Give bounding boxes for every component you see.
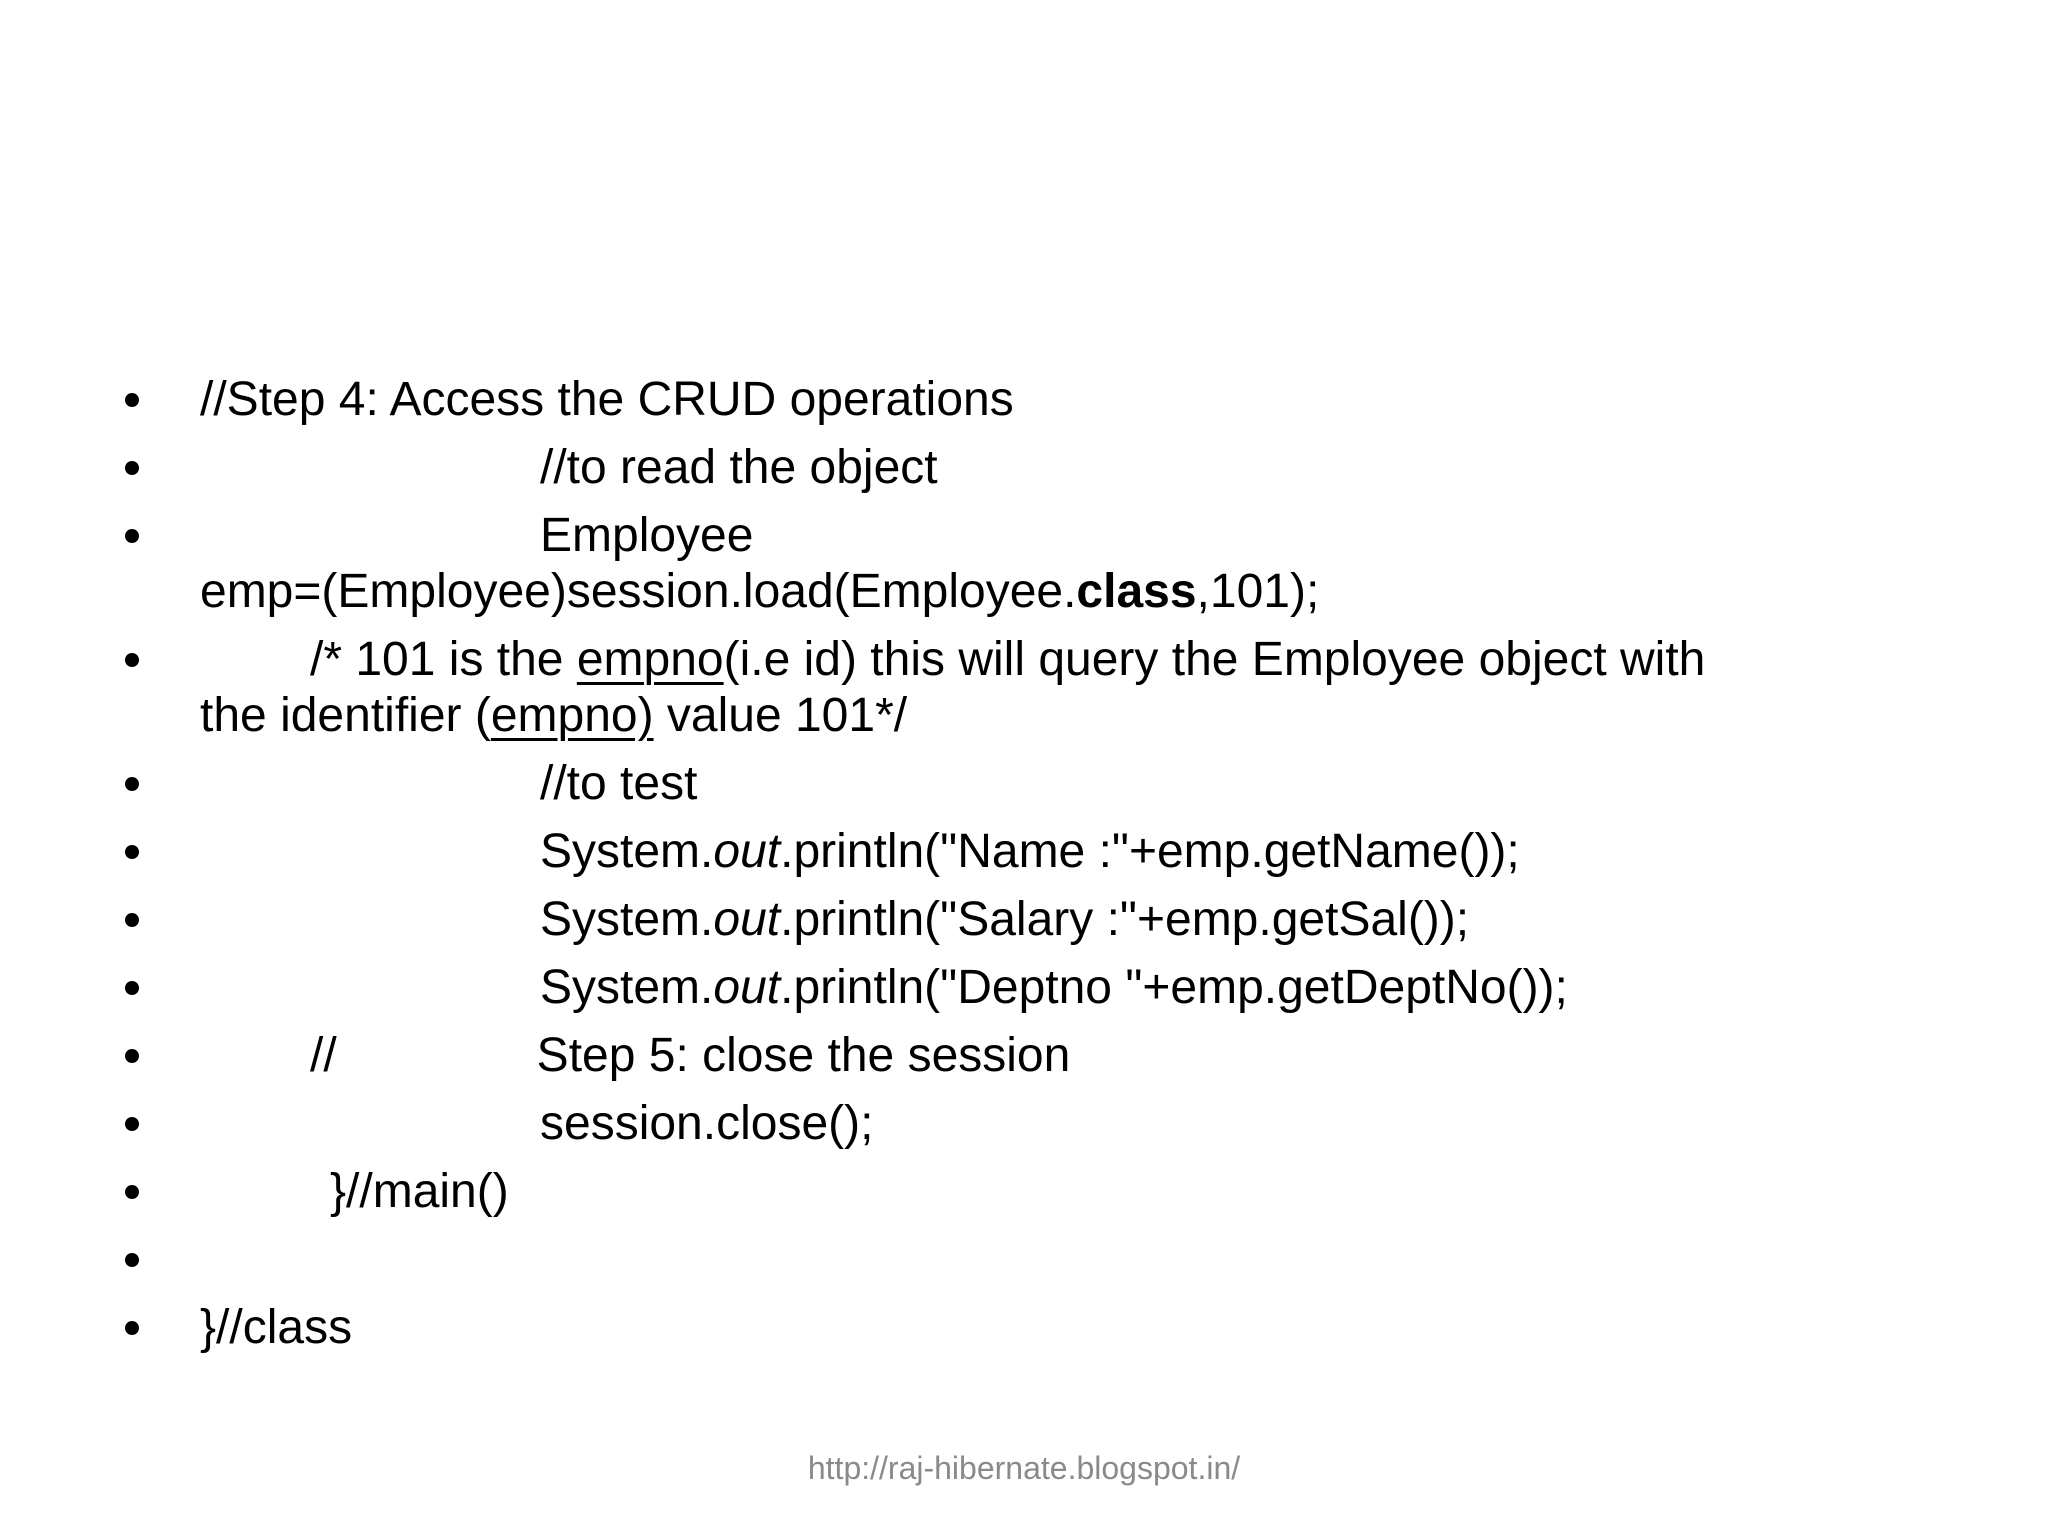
text-segment: System.: [540, 893, 714, 946]
bullet-item: }//class: [0, 1300, 2048, 1356]
tab-spacer: [200, 1138, 540, 1139]
bullet-marker-icon: [125, 461, 139, 475]
tab-spacer: [200, 798, 540, 799]
text-segment: }//main(): [330, 1165, 509, 1218]
text-segment: /* 101 is the: [310, 633, 577, 686]
text-segment: Step 5: close the session: [536, 1029, 1071, 1082]
bullet-marker-icon: [125, 529, 139, 543]
text-segment: //to test: [540, 757, 698, 810]
text-line: System.out.println("Name :"+emp.getName(…: [200, 824, 2048, 880]
bullet-item: System.out.println("Salary :"+emp.getSal…: [0, 892, 2048, 948]
bullet-item: //to test: [0, 756, 2048, 812]
text-line: System.out.println("Deptno "+emp.getDept…: [200, 960, 2048, 1016]
text-line: /* 101 is the empno(i.e id) this will qu…: [200, 632, 2048, 688]
tab-spacer: [337, 1070, 537, 1071]
text-segment: ,101);: [1196, 565, 1320, 618]
bullet-item: }//main(): [0, 1164, 2048, 1220]
bullet-item: //Step 4: Access the CRUD operations: [0, 372, 2048, 428]
text-segment: }//class: [200, 1301, 353, 1354]
text-line: emp=(Employee)session.load(Employee.clas…: [200, 564, 2048, 620]
bullet-marker-icon: [125, 1321, 139, 1335]
text-line: }//main(): [200, 1164, 2048, 1220]
tab-spacer: [200, 1206, 330, 1207]
bullet-item: /* 101 is the empno(i.e id) this will qu…: [0, 632, 2048, 744]
tab-spacer: [200, 482, 540, 483]
tab-spacer: [200, 934, 540, 935]
text-segment: (i.e id) this will query the Employee ob…: [723, 633, 1706, 686]
text-segment: value 101*/: [653, 689, 908, 742]
text-line: [200, 1232, 2048, 1288]
text-line: //Step 4: Access the CRUD operations: [200, 372, 2048, 428]
text-segment: .println("Name :"+emp.getName());: [780, 825, 1520, 878]
tab-spacer: [200, 866, 540, 867]
bullet-marker-icon: [125, 1253, 139, 1267]
underlined-term: empno): [490, 689, 654, 742]
bullet-marker-icon: [125, 981, 139, 995]
text-segment: .println("Deptno "+emp.getDeptNo());: [780, 961, 1568, 1014]
text-line: session.close();: [200, 1096, 2048, 1152]
text-segment: //: [310, 1029, 337, 1082]
tab-spacer: [200, 674, 310, 675]
tab-spacer: [200, 1070, 310, 1071]
tab-spacer: [200, 550, 540, 551]
bullet-marker-icon: [125, 653, 139, 667]
italic-term: out: [713, 825, 781, 878]
footer-url: http://raj-hibernate.blogspot.in/: [807, 1450, 1241, 1486]
text-line: }//class: [200, 1300, 2048, 1356]
text-segment: the identifier (: [200, 689, 491, 742]
bullet-item: //to read the object: [0, 440, 2048, 496]
bullet-item: System.out.println("Name :"+emp.getName(…: [0, 824, 2048, 880]
bullet-marker-icon: [125, 1185, 139, 1199]
text-line: Employee: [200, 508, 2048, 564]
bullet-item: session.close();: [0, 1096, 2048, 1152]
text-line: System.out.println("Salary :"+emp.getSal…: [200, 892, 2048, 948]
text-segment: emp=(Employee)session.load(Employee.: [200, 565, 1077, 618]
tab-spacer: [200, 1002, 540, 1003]
text-segment: System.: [540, 961, 714, 1014]
italic-term: out: [713, 893, 781, 946]
bullet-marker-icon: [125, 913, 139, 927]
bullet-marker-icon: [125, 393, 139, 407]
bullet-item: System.out.println("Deptno "+emp.getDept…: [0, 960, 2048, 1016]
text-line: //to test: [200, 756, 2048, 812]
text-segment: //Step 4: Access the CRUD operations: [200, 373, 1014, 426]
bullet-list: //Step 4: Access the CRUD operations //to…: [0, 372, 2048, 1368]
text-segment: System.: [540, 825, 714, 878]
text-line: //to read the object: [200, 440, 2048, 496]
text-segment: //to read the object: [540, 441, 938, 494]
bullet-marker-icon: [125, 845, 139, 859]
bold-term: class: [1076, 565, 1197, 618]
text-segment: session.close();: [540, 1097, 874, 1150]
bullet-item: // Step 5: close the session: [0, 1028, 2048, 1084]
bullet-marker-icon: [125, 1117, 139, 1131]
underlined-term: empno: [576, 633, 724, 686]
italic-term: out: [713, 961, 781, 1014]
text-segment: Employee: [540, 509, 754, 562]
text-line: the identifier (empno) value 101*/: [200, 688, 2048, 744]
bullet-marker-icon: [125, 1049, 139, 1063]
text-segment: .println("Salary :"+emp.getSal());: [780, 893, 1470, 946]
bullet-marker-icon: [125, 777, 139, 791]
bullet-item: [0, 1232, 2048, 1288]
text-line: // Step 5: close the session: [200, 1028, 2048, 1084]
